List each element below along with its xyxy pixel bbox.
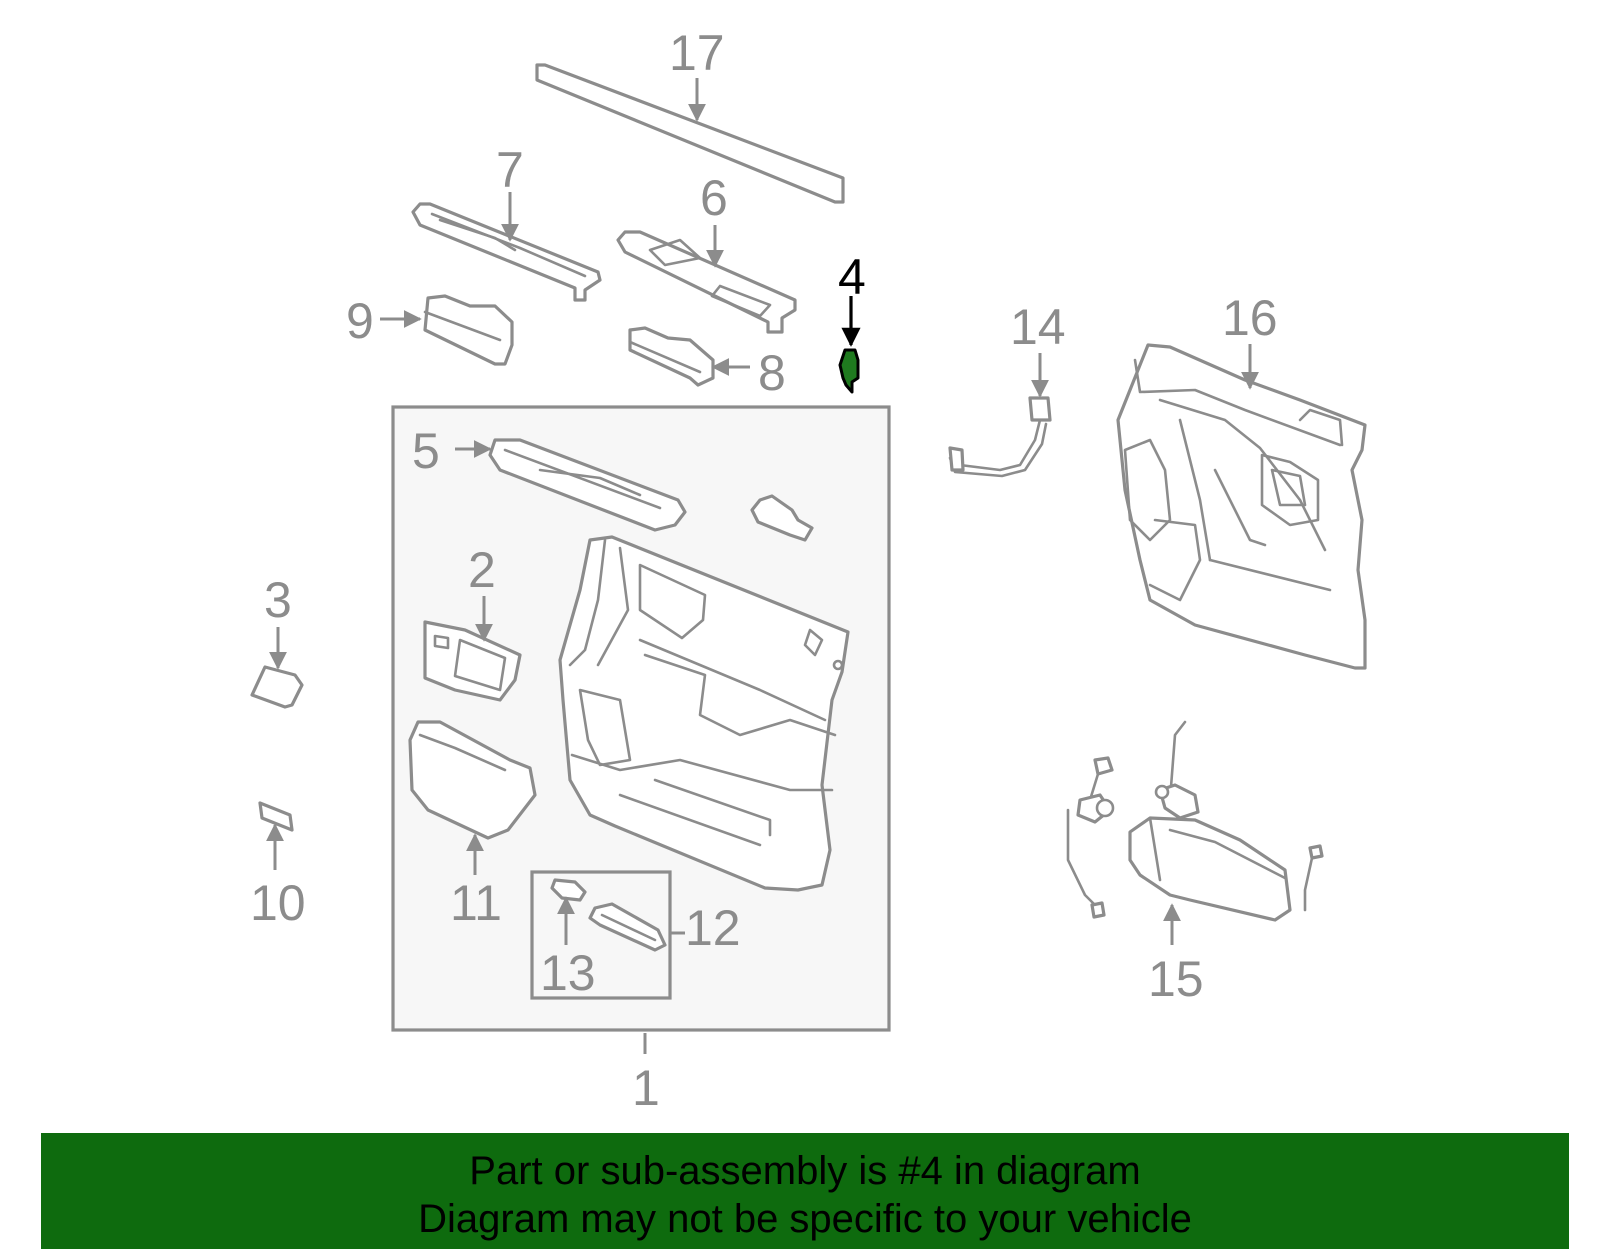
label-3: 3 — [264, 572, 292, 628]
part-9-switch — [380, 294, 514, 366]
part-17-belt-molding — [535, 63, 845, 204]
label-10: 10 — [250, 875, 306, 931]
label-7: 7 — [496, 142, 524, 198]
label-1: 1 — [632, 1060, 660, 1116]
banner-line-1: Part or sub-assembly is #4 in diagram — [469, 1149, 1141, 1193]
part-8-switch — [628, 326, 750, 387]
label-14: 14 — [1010, 299, 1066, 355]
parts-diagram: 17 7 6 4 9 8 14 16 5 2 3 11 10 12 13 15 … — [250, 25, 1367, 1116]
label-11: 11 — [450, 875, 502, 931]
label-5: 5 — [412, 423, 440, 479]
label-9: 9 — [346, 293, 374, 349]
part-16-inner-panel — [1116, 343, 1367, 670]
banner-line-2: Diagram may not be specific to your vehi… — [418, 1197, 1192, 1241]
label-6: 6 — [700, 170, 728, 226]
part-13-small-cap — [550, 878, 587, 945]
label-2: 2 — [468, 542, 496, 598]
label-4: 4 — [838, 249, 866, 305]
label-17: 17 — [669, 25, 725, 81]
label-13: 13 — [540, 945, 596, 1001]
part-15-latch-assembly — [1066, 720, 1324, 945]
small-bracket — [750, 494, 814, 542]
part-14-harness — [948, 353, 1052, 478]
part-7-armrest-trim — [411, 192, 602, 302]
highlighted-part-shape — [838, 348, 860, 394]
part-2-bezel — [423, 596, 522, 702]
sub-assembly-box-12-13 — [530, 870, 672, 1000]
door-trim-panel — [558, 535, 850, 892]
part-3-cover — [250, 627, 304, 709]
label-15: 15 — [1148, 951, 1204, 1007]
label-8: 8 — [758, 345, 786, 401]
part-6-armrest-panel — [616, 225, 797, 334]
part-5-inner-strip — [455, 438, 687, 532]
part-4-clip-highlighted — [838, 296, 861, 394]
part-11-map-pocket — [408, 720, 537, 875]
part-10-insert — [258, 801, 294, 870]
info-banner: Part or sub-assembly is #4 in diagram Di… — [41, 1133, 1569, 1249]
label-12: 12 — [685, 900, 741, 956]
part-12-pull-handle — [588, 902, 685, 952]
label-16: 16 — [1222, 290, 1278, 346]
